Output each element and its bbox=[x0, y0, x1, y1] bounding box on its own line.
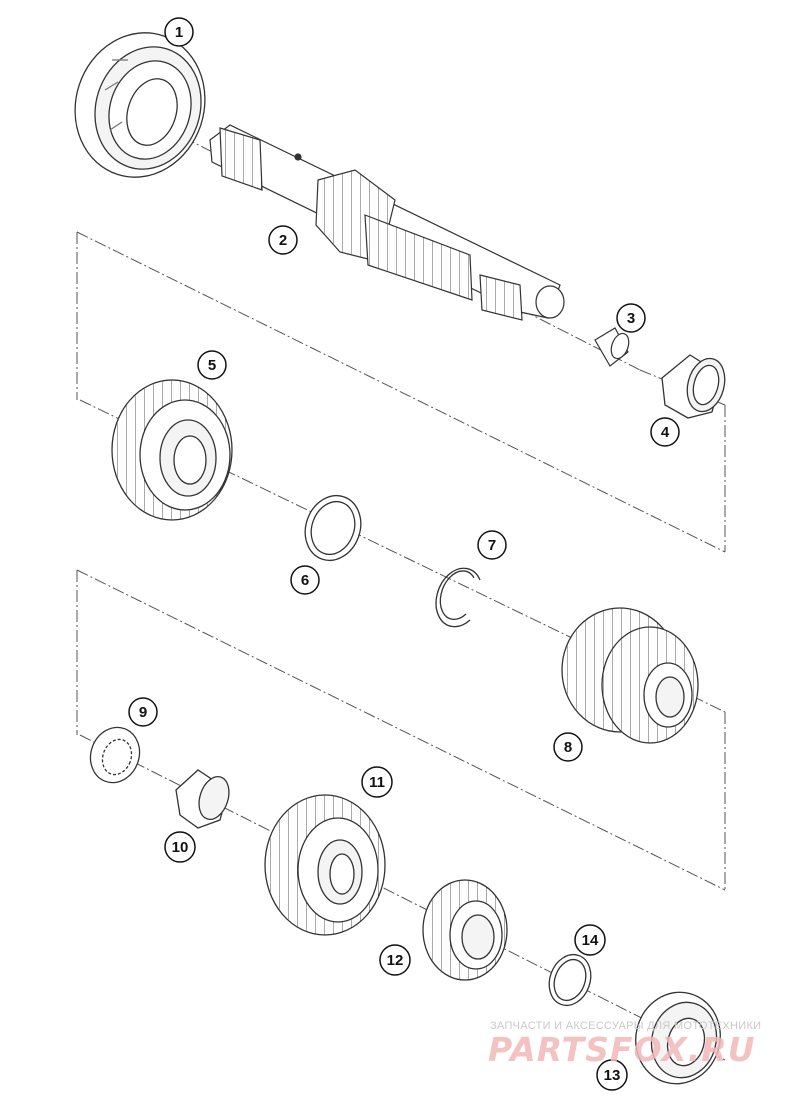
bearing-1 bbox=[74, 32, 206, 178]
svg-text:7: 7 bbox=[488, 537, 496, 554]
watermark-logo: PARTSFOX.RU bbox=[488, 1030, 756, 1069]
sleeve-3 bbox=[594, 327, 630, 367]
gear-12 bbox=[422, 879, 508, 981]
thrust-washer-6 bbox=[304, 494, 362, 562]
callout-11: 11 bbox=[361, 766, 393, 798]
callout-4: 4 bbox=[650, 417, 680, 447]
bushing-4 bbox=[661, 354, 726, 419]
callout-7: 7 bbox=[477, 530, 507, 560]
callout-14: 14 bbox=[574, 924, 606, 956]
svg-text:14: 14 bbox=[582, 932, 599, 949]
callout-6: 6 bbox=[290, 565, 320, 595]
svg-text:4: 4 bbox=[661, 424, 670, 441]
svg-text:5: 5 bbox=[208, 357, 216, 374]
svg-text:1: 1 bbox=[175, 24, 183, 41]
svg-text:13: 13 bbox=[604, 1067, 621, 1084]
callout-10: 10 bbox=[164, 831, 196, 863]
callout-12: 12 bbox=[379, 944, 411, 976]
svg-text:2: 2 bbox=[279, 232, 287, 249]
circlip-7 bbox=[435, 567, 481, 628]
svg-text:10: 10 bbox=[172, 839, 189, 856]
callout-3: 3 bbox=[616, 303, 646, 333]
svg-text:3: 3 bbox=[627, 310, 635, 327]
gear-11 bbox=[264, 794, 386, 936]
svg-text:12: 12 bbox=[387, 952, 404, 969]
svg-text:11: 11 bbox=[369, 774, 385, 791]
svg-text:9: 9 bbox=[139, 704, 147, 721]
gear-5 bbox=[111, 379, 233, 521]
callout-8: 8 bbox=[553, 732, 583, 762]
callout-13: 13 bbox=[596, 1059, 628, 1091]
bearing-13 bbox=[635, 991, 721, 1085]
callouts: 1 2 3 4 5 6 7 8 bbox=[128, 17, 680, 1091]
watermark-caption: ЗАПЧАСТИ И АКСЕССУАРЫ ДЛЯ МОТОТЕХНИКИ bbox=[490, 1020, 762, 1032]
svg-text:8: 8 bbox=[564, 739, 572, 756]
bushing-10 bbox=[175, 769, 230, 829]
gear-8 bbox=[561, 607, 699, 744]
main-shaft-2 bbox=[209, 124, 565, 321]
callout-9: 9 bbox=[128, 697, 158, 727]
splined-washer-9 bbox=[89, 726, 141, 784]
svg-text:6: 6 bbox=[301, 572, 309, 589]
callout-2: 2 bbox=[268, 225, 298, 255]
callout-1: 1 bbox=[164, 17, 194, 47]
callout-5: 5 bbox=[197, 350, 227, 380]
washer-14 bbox=[548, 953, 592, 1007]
